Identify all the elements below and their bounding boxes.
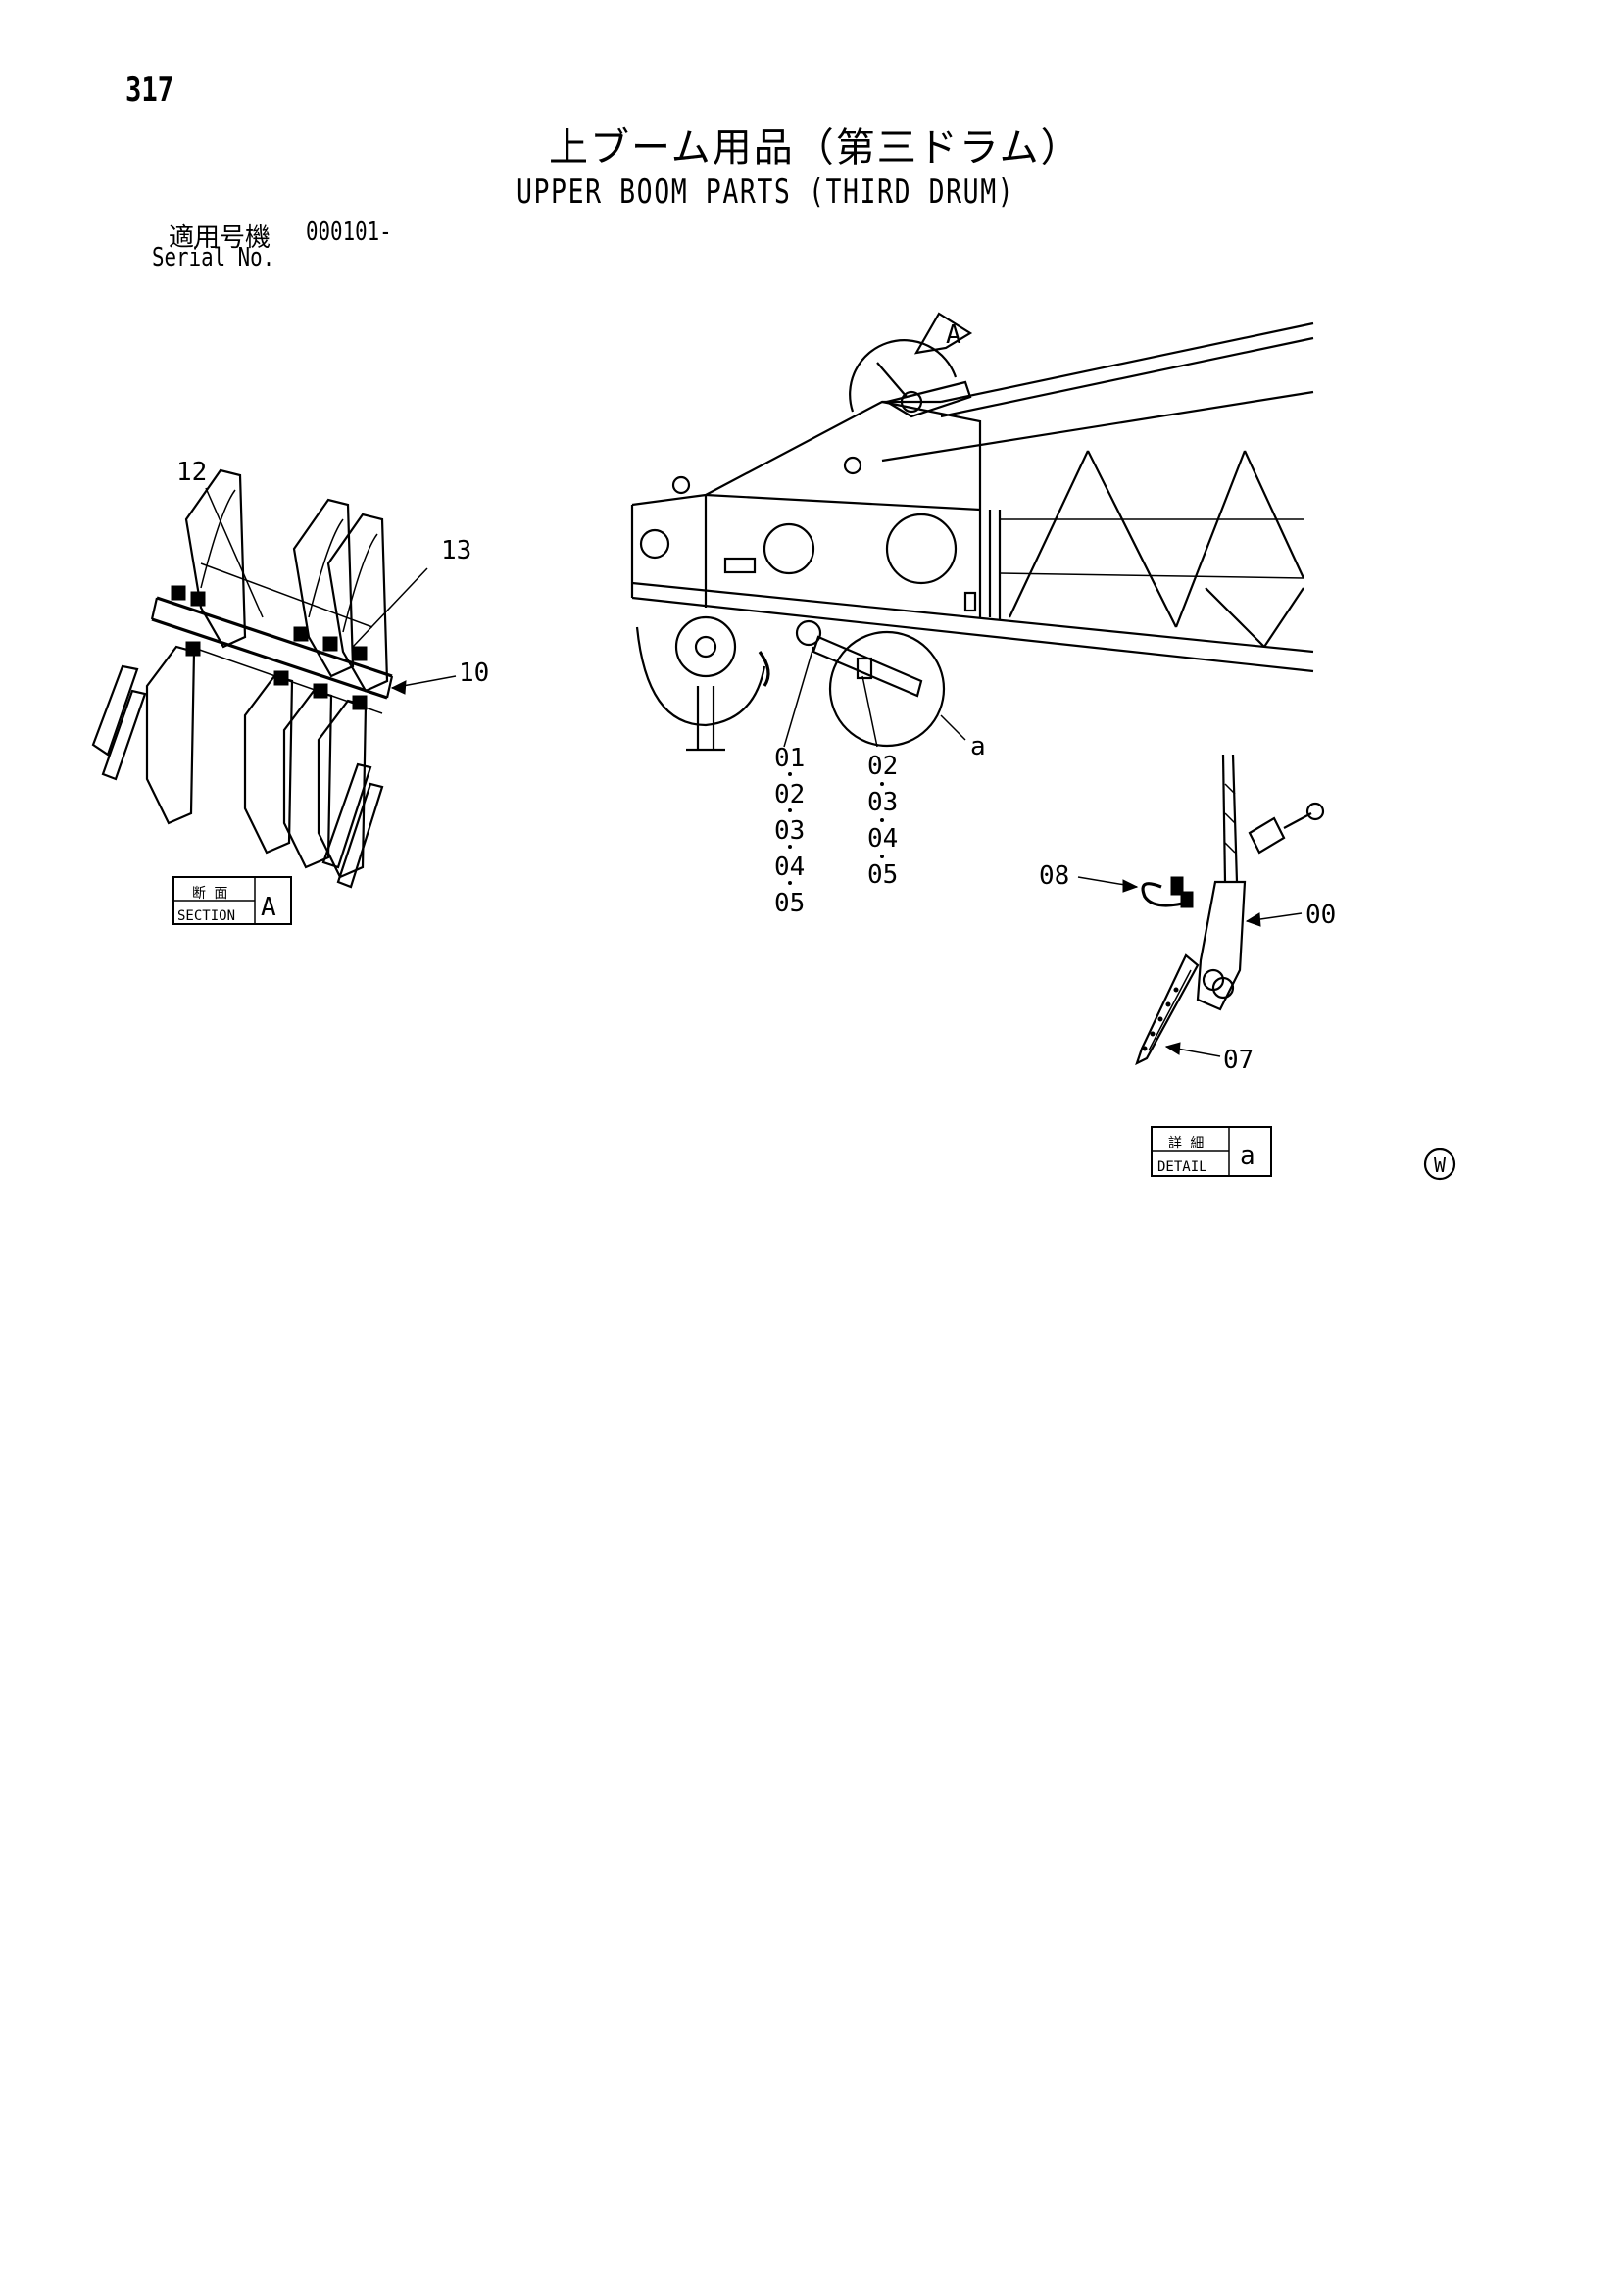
detail-label-japanese: 詳 細 <box>1168 1136 1204 1151</box>
page-title-english: UPPER BOOM PARTS (THIRD DRUM) <box>517 172 1015 212</box>
callout-02: 02 <box>774 780 805 809</box>
section-a-drawing <box>91 468 457 889</box>
serial-label-english: Serial No. <box>152 243 275 272</box>
detail-a-label <box>1151 1126 1272 1177</box>
callout-column-right: 02 03 04 05 <box>867 752 898 890</box>
section-label-japanese: 断 面 <box>192 886 227 902</box>
detail-callout-08: 08 <box>1039 861 1069 891</box>
page-title-japanese: 上ブーム用品（第三ドラム） <box>549 125 1082 171</box>
section-callout-10: 10 <box>459 659 489 688</box>
callout-05: 05 <box>867 860 898 890</box>
w-mark: W <box>1434 1153 1447 1177</box>
detail-callout-07: 07 <box>1223 1046 1254 1075</box>
detail-marker-a: a <box>970 732 986 761</box>
callout-04: 04 <box>867 824 898 854</box>
callout-01: 01 <box>774 744 805 773</box>
view-marker-a: A <box>946 320 961 350</box>
section-label-letter: A <box>261 893 276 922</box>
callout-column-left: 01 02 03 04 05 <box>774 744 805 918</box>
callout-03: 03 <box>774 816 805 846</box>
w-mark-circle <box>1423 1148 1456 1181</box>
callout-02: 02 <box>867 752 898 781</box>
detail-label-english: DETAIL <box>1157 1159 1207 1175</box>
detail-callout-00: 00 <box>1305 901 1336 930</box>
page-number: 317 <box>125 71 174 110</box>
detail-label-letter: a <box>1240 1142 1255 1171</box>
section-callout-12: 12 <box>176 458 207 487</box>
callout-05: 05 <box>774 889 805 918</box>
boom-drawing <box>630 312 1314 885</box>
serial-number-value: 000101- <box>306 218 392 247</box>
callout-03: 03 <box>867 788 898 817</box>
section-callout-13: 13 <box>441 536 471 565</box>
section-label-english: SECTION <box>177 908 235 924</box>
section-a-label <box>172 876 292 925</box>
callout-04: 04 <box>774 853 805 882</box>
detail-a-drawing <box>1077 754 1325 1066</box>
serial-label-japanese: 適用号機 <box>169 223 271 253</box>
